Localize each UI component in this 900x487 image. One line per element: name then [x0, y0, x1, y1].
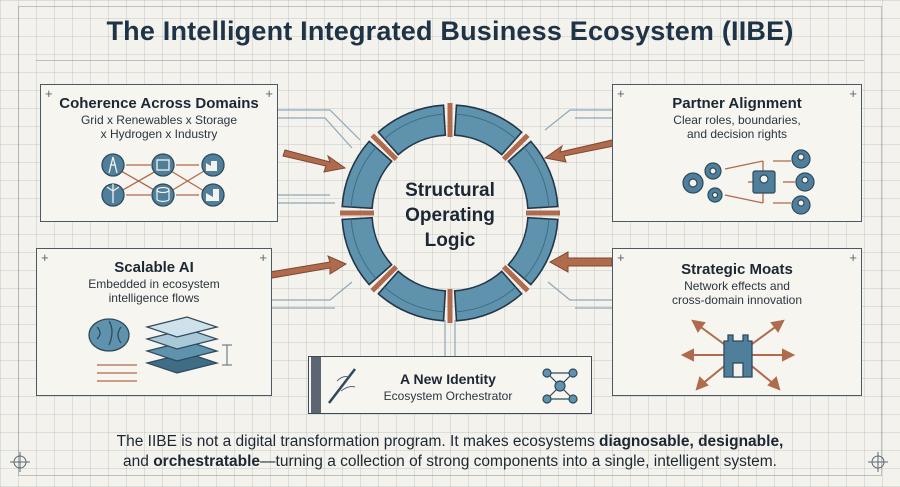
crosshair-mark	[868, 452, 888, 472]
ring-connector	[501, 133, 530, 162]
flow-arrows	[269, 139, 615, 279]
factory-icon	[201, 153, 225, 177]
ring-segment-groove	[383, 286, 445, 313]
battery-icon	[151, 153, 175, 177]
footer-text: —turning a collection of strong componen…	[260, 453, 777, 470]
card-strategic-moats: + + Strategic Moats Network effects and …	[612, 248, 862, 396]
structural-ring	[340, 103, 560, 323]
corner-mark: +	[45, 86, 53, 101]
ring-segment-groove	[523, 218, 550, 280]
ai-illustration	[88, 316, 232, 382]
footer-statement: The IIBE is not a digital transformation…	[60, 432, 840, 472]
ring-segment-groove	[455, 113, 517, 140]
identity-subtitle: Ecosystem Orchestrator	[383, 389, 513, 403]
industry-icon	[201, 183, 225, 207]
ring-connector	[501, 264, 530, 293]
card-partner: + + Partner Alignment Clear roles, bound…	[612, 84, 862, 222]
moats-illustration	[680, 319, 796, 391]
ring-segment	[507, 216, 559, 286]
ring-segment	[453, 104, 523, 156]
people-network-icon	[752, 149, 815, 215]
identity-box: A New Identity Ecosystem Orchestrator	[308, 356, 592, 414]
corner-mark: +	[617, 250, 625, 265]
conductor-baton-icon	[311, 357, 356, 413]
ring-segment	[341, 216, 393, 286]
brain-icon	[88, 318, 130, 352]
card-title: Partner Alignment	[672, 95, 802, 112]
fortress-tower-icon	[723, 334, 753, 378]
gears-icon	[682, 162, 723, 203]
network-node-icon	[542, 368, 578, 404]
partner-illustration	[682, 149, 815, 215]
ring-segment-groove	[350, 218, 377, 280]
card-subtitle: Grid x Renewables x Storage x Hydrogen x…	[80, 113, 238, 141]
card-subtitle: Network effects and cross-domain innovat…	[671, 279, 803, 307]
card-title: Scalable AI	[114, 259, 194, 276]
wind-turbine-icon	[101, 183, 125, 207]
corner-mark: +	[265, 86, 273, 101]
ring-segment-groove	[523, 146, 550, 208]
ring-segment	[341, 140, 393, 210]
card-title: Strategic Moats	[681, 261, 793, 278]
footer-text: The IIBE is not a digital transformation…	[116, 433, 600, 450]
footer-text: and	[123, 453, 154, 470]
footer-emphasis: diagnosable, designable,	[599, 433, 784, 450]
ring-segment	[453, 270, 523, 322]
card-title: Coherence Across Domains	[59, 95, 259, 112]
ring-segment-groove	[455, 286, 517, 313]
ring-segment-groove	[383, 113, 445, 140]
ring-connector	[370, 264, 399, 293]
card-scalable-ai: + + Scalable AI Embedded in ecosystem in…	[36, 248, 272, 396]
hub-label: Structural Operating Logic	[405, 180, 495, 251]
ring-segment-groove	[350, 146, 377, 208]
storage-cylinder-icon	[151, 183, 175, 207]
corner-mark: +	[41, 250, 49, 265]
corner-mark: +	[259, 250, 267, 265]
identity-title: A New Identity	[400, 371, 496, 387]
crosshair-mark	[10, 452, 30, 472]
corner-mark: +	[849, 250, 857, 265]
corner-mark: +	[849, 86, 857, 101]
ring-segment	[377, 270, 447, 322]
layered-grid-icon	[144, 316, 220, 374]
card-subtitle: Embedded in ecosystem intelligence flows	[88, 277, 220, 305]
ring-connector	[370, 133, 399, 162]
corner-mark: +	[617, 86, 625, 101]
footer-emphasis: orchestratable	[153, 453, 261, 470]
card-subtitle: Clear roles, boundaries, and decision ri…	[673, 113, 801, 141]
card-coherence: + + Coherence Across Domains Grid x Rene…	[40, 84, 278, 222]
domain-grid-illustration	[101, 153, 225, 207]
ring-segment	[377, 104, 447, 156]
ring-segment	[507, 140, 559, 210]
page-title: The Intelligent Integrated Business Ecos…	[106, 16, 794, 46]
grid-tower-icon	[101, 153, 125, 177]
